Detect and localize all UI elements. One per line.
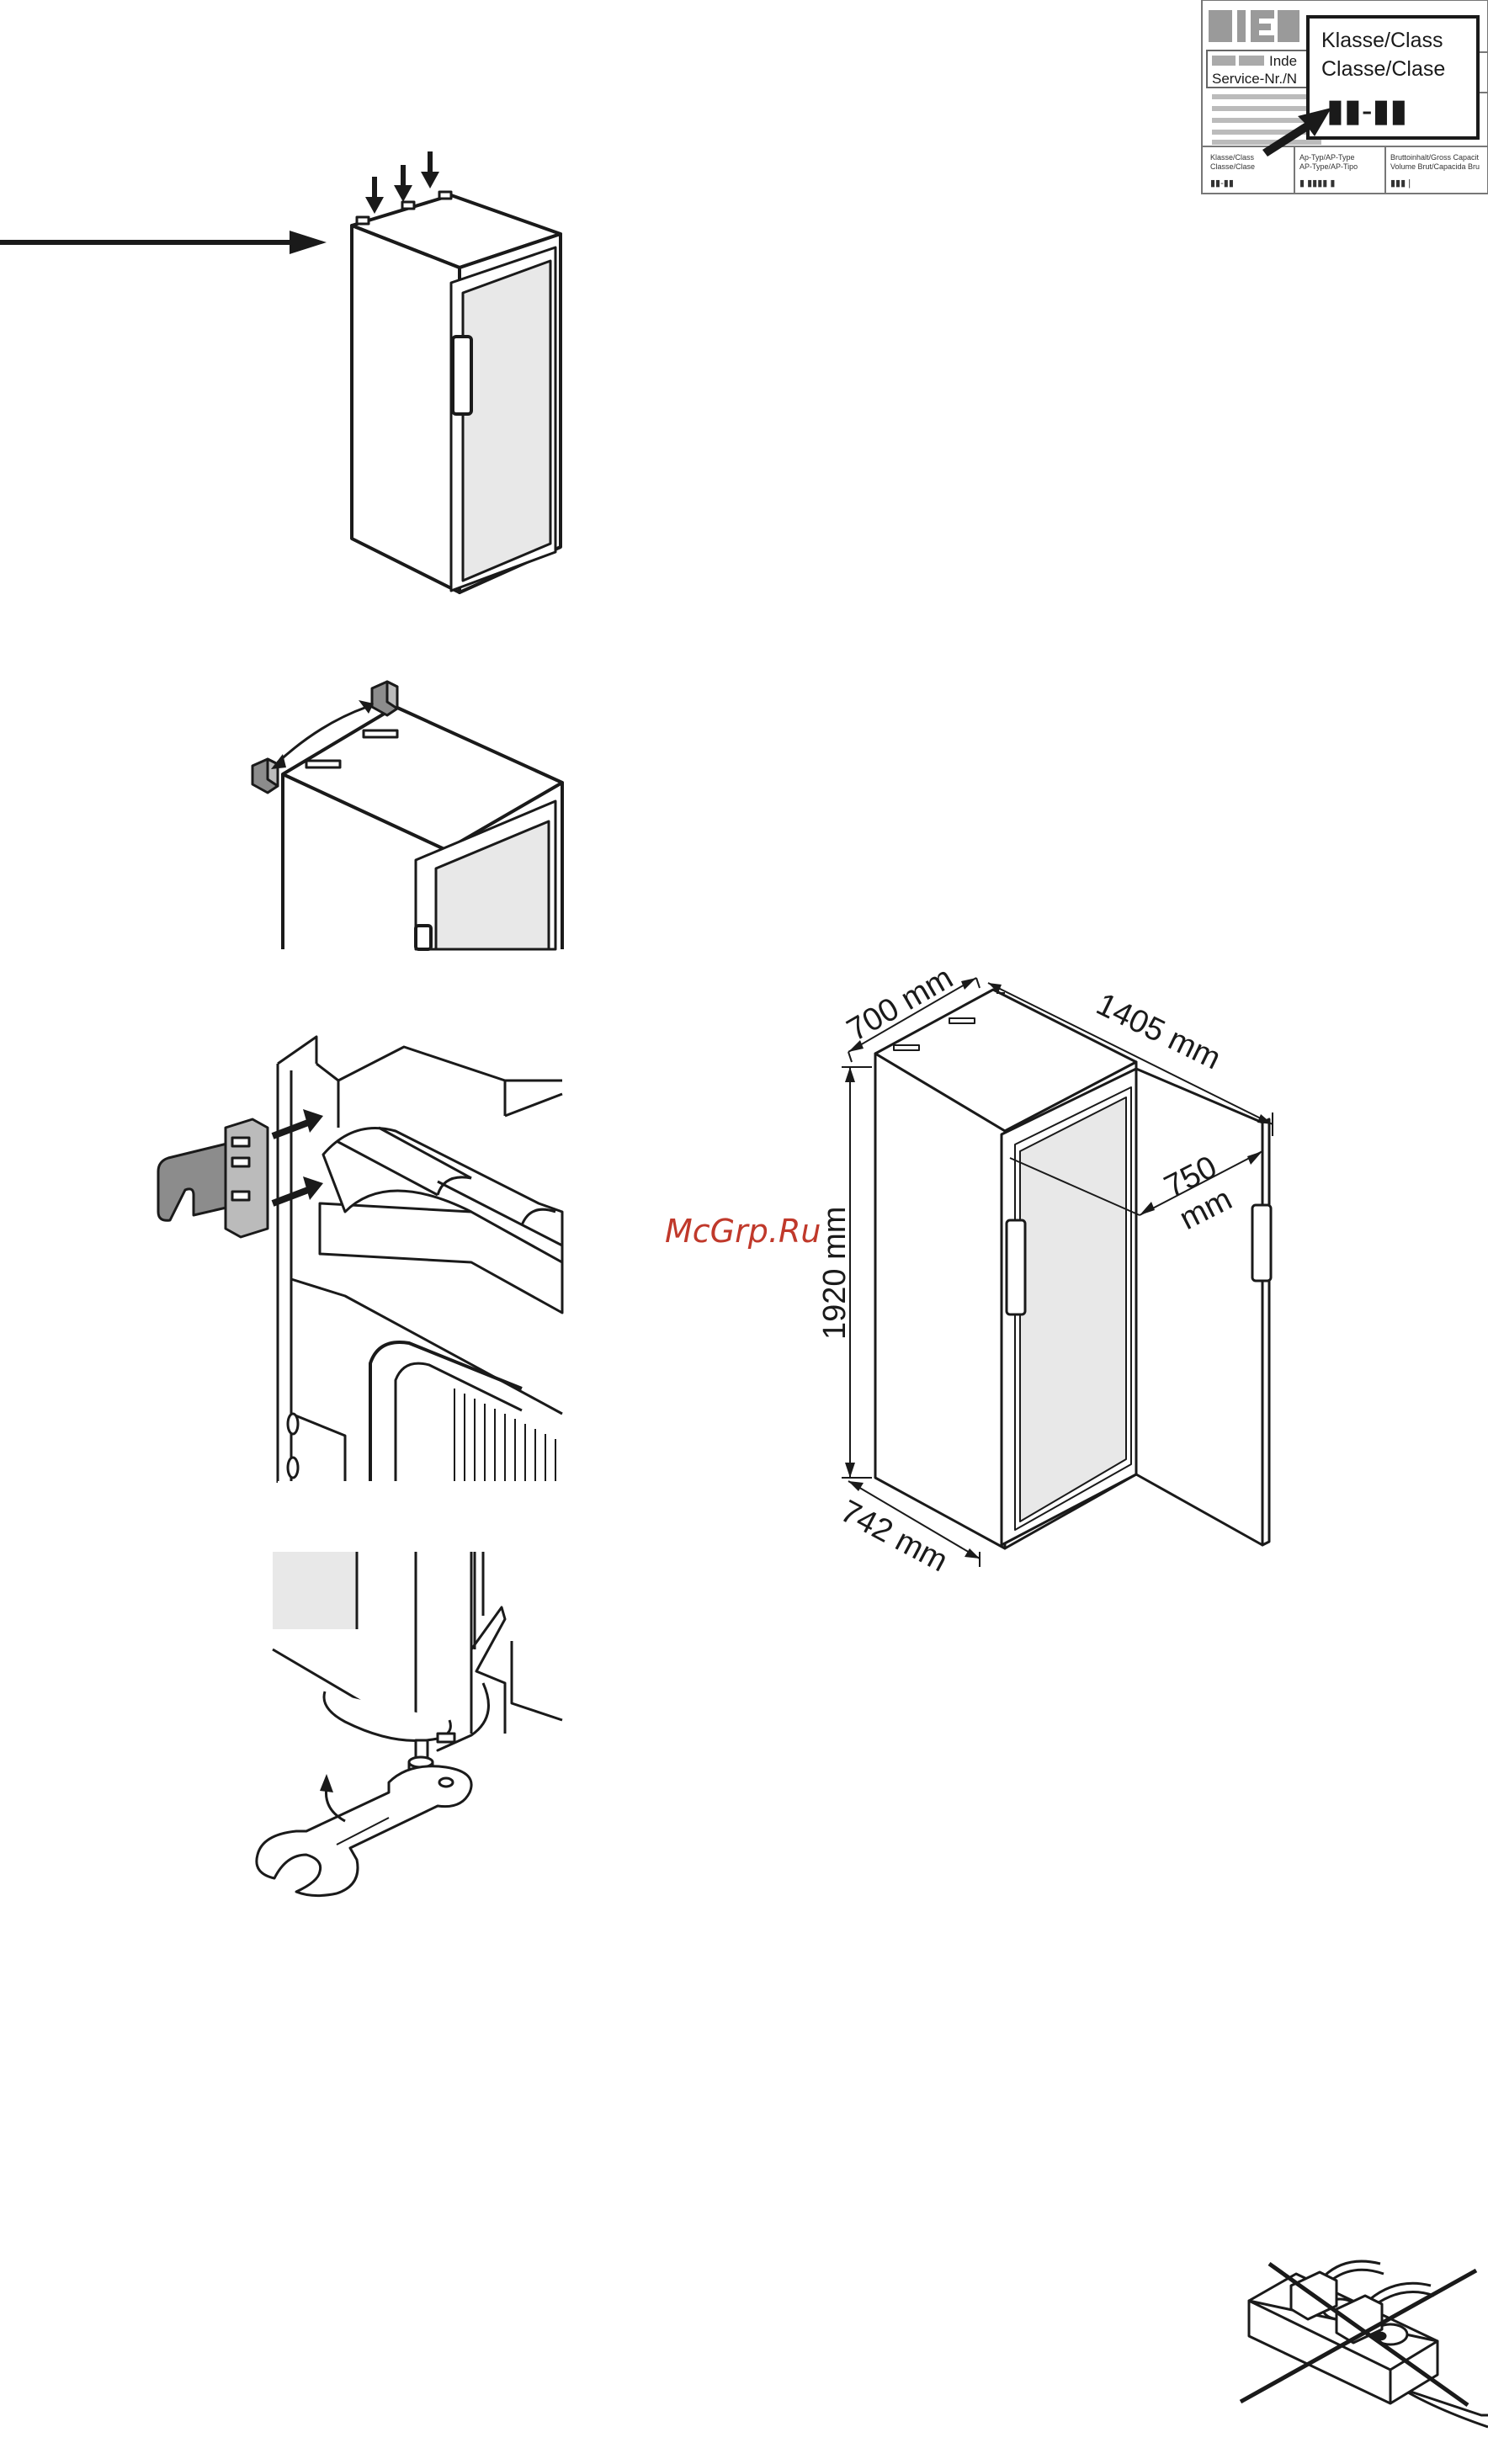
class-callout-value: ▮▮-▮▮ <box>1326 93 1407 129</box>
figure-adjust-feet <box>257 1552 562 1896</box>
class-callout-line1: Klasse/Class <box>1321 29 1443 52</box>
figure-no-multiple-socket <box>1241 2261 1488 2427</box>
cabinet1-side <box>352 226 460 592</box>
figure-spacer-insertion-detail <box>158 1037 562 1483</box>
rating-plate: Inde Service-Nr./N Klasse/Class Classe/C… <box>1202 0 1488 194</box>
rotate-arrow-head-icon <box>320 1774 333 1792</box>
dim-height-label: 1920 mm <box>817 1207 853 1340</box>
plate-small-type-1: Ap-Typ/AP-Type <box>1299 153 1355 162</box>
watermark-text: McGrp.Ru <box>665 1213 821 1250</box>
plate-small-type-value: ▮ ▮▮▮▮ ▮ <box>1299 178 1335 189</box>
insert-direction-arrow-icon <box>290 231 327 254</box>
figure-cabinet-spacers <box>0 151 561 592</box>
insertion-arrows-icon <box>273 1109 323 1203</box>
class-callout-line2: Classe/Clase <box>1321 57 1445 81</box>
plate-small-class-2: Classe/Clase <box>1210 162 1255 171</box>
cabinet-glass-bottom <box>273 1552 357 1629</box>
spacer-part-left <box>252 759 278 793</box>
cabinet1-handle <box>453 337 471 414</box>
plate-small-type-2: AP-Type/AP-Tipo <box>1299 162 1358 171</box>
dim-open-door-handle <box>1252 1205 1271 1281</box>
dim-open-door <box>1136 1069 1262 1545</box>
plate-small-capacity-2: Volume Brut/Capacida Bru <box>1390 162 1480 171</box>
dim-cabinet-side <box>875 1054 1005 1548</box>
plate-small-capacity-value: ▮▮▮ | <box>1390 178 1411 189</box>
brand-logo-blocks <box>1209 10 1299 42</box>
figure-dimensions: 700 mm 1405 mm 750 mm 1920 mm 742 mm <box>817 960 1273 1580</box>
spacer-part-grey <box>158 1119 268 1237</box>
cabinet1-glass <box>463 261 550 581</box>
plate-small-class-value: ▮▮-▮▮ <box>1210 178 1234 189</box>
plate-small-capacity-1: Bruttoinhalt/Gross Capacit <box>1390 153 1480 162</box>
spacer-part-right <box>372 682 397 715</box>
plate-index-text: Inde <box>1269 53 1297 69</box>
dim-cabinet-handle <box>1007 1220 1025 1314</box>
plate-service-text: Service-Nr./N <box>1212 71 1297 87</box>
plate-small-class-1: Klasse/Class <box>1210 153 1255 162</box>
dim-cabinet-glass <box>1020 1097 1126 1521</box>
figure-remove-spacers <box>252 682 562 949</box>
